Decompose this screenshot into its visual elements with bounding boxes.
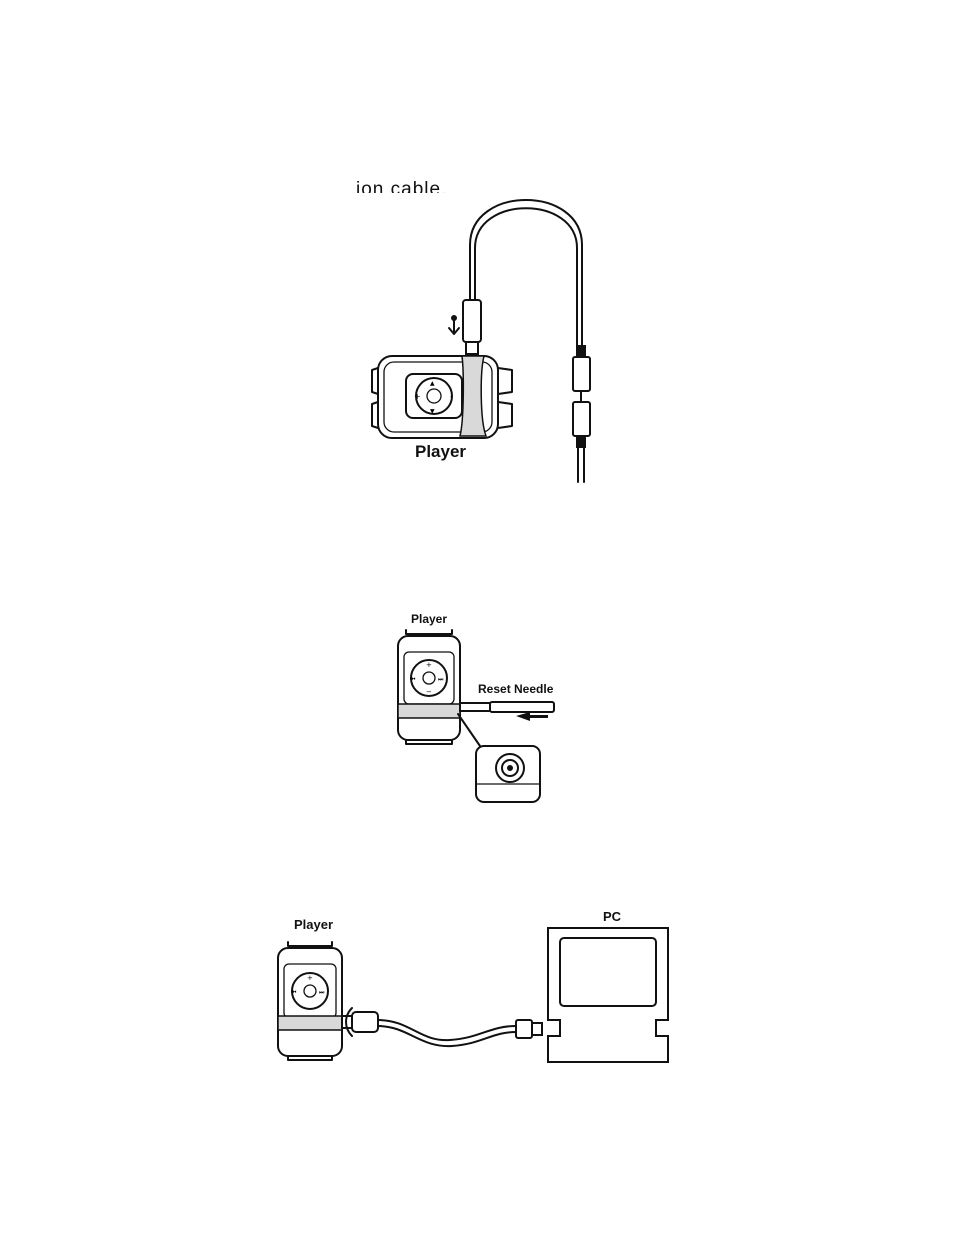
cropped-caption-text: ion cable. [356,179,448,193]
svg-text:▲: ▲ [430,380,435,387]
reset-needle [459,701,555,713]
svg-text:⏮: ⏮ [410,676,416,683]
reset-needle-label: Reset Needle [478,682,554,696]
svg-text:+: + [307,974,313,982]
svg-text:+: + [414,392,421,401]
reset-detail-zoom [457,713,541,803]
player-device-1: + - ▲ ▼ [371,355,513,439]
pc-label: PC [603,909,622,924]
figure1-player-label: Player [415,442,467,461]
headphone-plug [462,299,482,363]
player-device-3: + ⏮ ⏭ [277,941,343,1061]
cropped-caption: ion cable. [356,176,466,193]
figure2-player-label: Player [411,612,448,626]
pc-monitor [547,927,669,1063]
usb-cable [341,1007,543,1048]
inline-connector [572,345,591,483]
svg-text:⏮: ⏮ [291,989,297,996]
svg-text:+: + [426,661,432,669]
down-arrow-icon [448,315,460,335]
svg-text:⏭: ⏭ [319,989,325,996]
left-arrow-icon [516,712,548,721]
svg-text:⏭: ⏭ [438,676,444,683]
svg-text:−: − [426,688,432,696]
extension-cable [469,199,583,346]
svg-text:▼: ▼ [430,408,435,415]
player-device-2: + − ⏮ ⏭ [397,629,461,745]
svg-text:-: - [450,392,453,401]
figure3-player-label: Player [294,917,334,932]
